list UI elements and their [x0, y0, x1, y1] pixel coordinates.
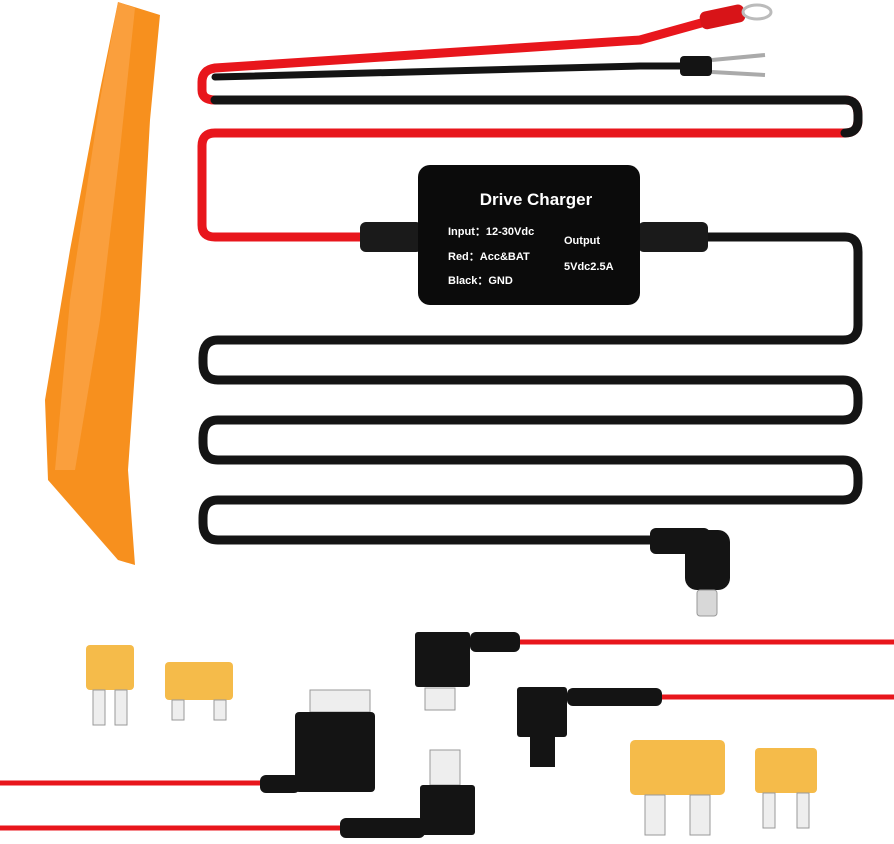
module-red: Red：Acc&BAT	[448, 251, 530, 263]
usb-cable	[198, 232, 863, 545]
fuse-tap	[517, 687, 662, 767]
module-output-value: 5Vdc2.5A	[564, 261, 614, 273]
usb-c-connector	[650, 528, 730, 617]
low-profile-fuse	[165, 662, 233, 721]
fuse-tap	[260, 689, 375, 793]
fuse-tap-wires	[0, 639, 894, 831]
module-input: Input：12-30Vdc	[448, 226, 534, 238]
drive-charger-module: Drive Charger Input：12-30Vdc Red：Acc&BAT…	[360, 165, 708, 305]
ring-terminal	[699, 3, 773, 30]
pry-tool	[45, 2, 160, 565]
fuse-tap	[340, 749, 475, 838]
micro-fuse	[86, 645, 134, 726]
standard-fuse	[630, 740, 725, 836]
module-output-label: Output	[564, 235, 600, 247]
fuse-tap	[415, 632, 520, 711]
module-title: Drive Charger	[480, 190, 593, 209]
fork-terminal	[680, 53, 766, 77]
module-black: Black：GND	[448, 275, 513, 287]
mini-fuse	[755, 748, 817, 829]
